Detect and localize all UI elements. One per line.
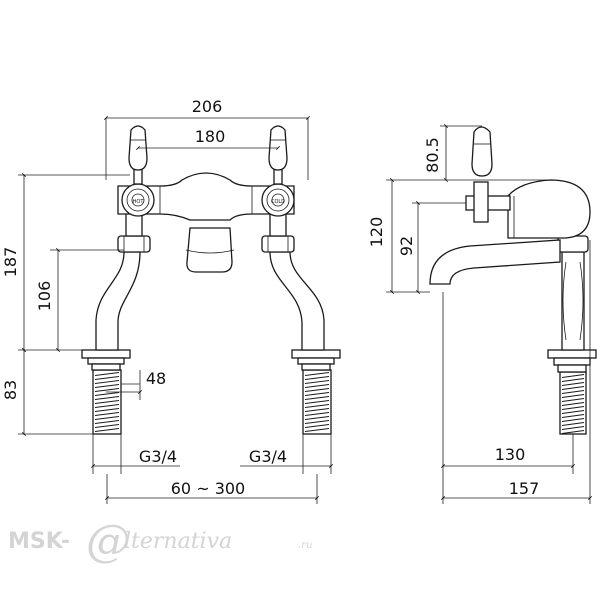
thread-line	[304, 372, 330, 376]
watermark-lternativa: lternativa	[124, 529, 232, 554]
dim-106: 106	[35, 281, 54, 312]
bridge-body	[117, 172, 295, 221]
dim-80-5: 80.5	[423, 137, 442, 173]
dim-206: 206	[192, 97, 223, 116]
dim-180: 180	[195, 127, 226, 146]
dim-187: 187	[1, 247, 20, 278]
right-union-nut	[261, 235, 295, 253]
left-leg	[95, 251, 141, 351]
dim-130: 130	[495, 445, 526, 464]
thread-line	[304, 424, 330, 428]
thread-line	[561, 394, 585, 398]
hot-label: HOT	[133, 199, 145, 205]
watermark-msk: MSK-	[8, 529, 70, 554]
thread-line	[304, 380, 330, 384]
thread-line	[94, 404, 120, 408]
thread-line	[561, 422, 585, 426]
thread-line	[561, 382, 585, 386]
thread-line	[561, 386, 585, 390]
dim-48: 48	[146, 369, 166, 388]
thread-line	[304, 428, 330, 432]
side-body	[507, 179, 591, 239]
side-dimensions: 80.5 120 92 130 157	[367, 124, 592, 504]
thread-line	[94, 392, 120, 396]
thread-line	[561, 418, 585, 422]
watermark-suffix: .ru	[298, 540, 312, 551]
right-tailpipe	[302, 369, 332, 435]
thread-line	[561, 374, 585, 378]
dim-157: 157	[509, 479, 540, 498]
thread-line	[94, 400, 120, 404]
thread-line	[561, 390, 585, 394]
thread-line	[94, 372, 120, 376]
thread-g34-left: G3/4	[139, 447, 177, 466]
thread-line	[304, 412, 330, 416]
front-dimensions: 206 180 187 106 83 48 G3/4 G3/4	[1, 97, 333, 504]
thread-line	[94, 384, 120, 388]
thread-line	[94, 420, 120, 424]
thread-line	[304, 396, 330, 400]
thread-line	[304, 376, 330, 380]
watermark: MSK- @ lternativa .ru	[8, 516, 312, 567]
thread-line	[304, 388, 330, 392]
cold-label: COLD	[271, 199, 285, 205]
right-flange	[291, 349, 341, 371]
thread-line	[304, 400, 330, 404]
thread-line	[94, 380, 120, 384]
dim-120: 120	[367, 217, 386, 248]
thread-line	[561, 402, 585, 406]
left-tailpipe	[92, 369, 122, 435]
thread-line	[94, 412, 120, 416]
thread-line	[94, 424, 120, 428]
thread-line	[94, 388, 120, 392]
side-lever-handle	[471, 126, 493, 177]
front-spout	[186, 227, 233, 273]
thread-line	[304, 408, 330, 412]
thread-line	[304, 416, 330, 420]
thread-line	[561, 406, 585, 410]
thread-line	[94, 396, 120, 400]
thread-line	[304, 392, 330, 396]
thread-line	[94, 428, 120, 432]
dim-60-300: 60 ~ 300	[171, 479, 245, 498]
thread-g34-right: G3/4	[249, 447, 287, 466]
thread-line	[94, 408, 120, 412]
thread-line	[561, 398, 585, 402]
thread-line	[304, 404, 330, 408]
thread-line	[561, 378, 585, 382]
watermark-at: @	[86, 516, 130, 567]
thread-line	[561, 426, 585, 430]
thread-line	[561, 414, 585, 418]
thread-line	[94, 416, 120, 420]
left-flange	[81, 349, 131, 371]
side-spout	[429, 239, 561, 285]
dim-92: 92	[397, 236, 416, 256]
thread-line	[304, 420, 330, 424]
thread-line	[561, 430, 585, 434]
right-leg	[269, 251, 325, 351]
thread-line	[304, 384, 330, 388]
dim-83: 83	[1, 380, 20, 400]
front-view: HOT COLD	[81, 125, 341, 435]
side-view	[429, 126, 597, 435]
thread-line	[561, 410, 585, 414]
thread-line	[94, 376, 120, 380]
